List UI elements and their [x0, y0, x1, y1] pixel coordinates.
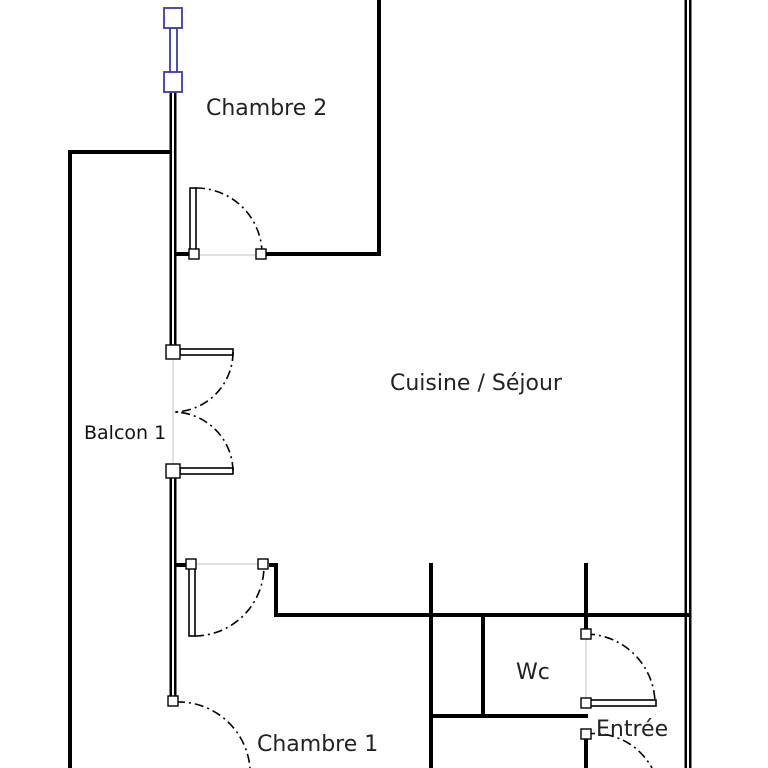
balcony-double-door[interactable] [165, 344, 234, 479]
room-label-chambre1: Chambre 1 [257, 732, 378, 757]
room-label-balcon1: Balcon 1 [84, 422, 166, 444]
window-frame [169, 27, 178, 79]
door-leaf [589, 699, 657, 707]
door-handle[interactable] [580, 728, 592, 740]
room-label-cuisine-sejour: Cuisine / Séjour [390, 371, 563, 396]
room-label-chambre2: Chambre 2 [206, 96, 327, 121]
door-leaf [188, 567, 196, 637]
door-swing-arc-upper [172, 351, 234, 413]
door-handle[interactable] [255, 248, 267, 260]
door-handle[interactable] [580, 697, 592, 709]
door-swing-arc [194, 565, 265, 637]
window-handle-bottom[interactable] [163, 71, 183, 93]
room-label-wc: Wc [516, 660, 550, 685]
chambre1-bottom-opening[interactable] [167, 695, 251, 768]
door-handle[interactable] [580, 628, 592, 640]
door-swing-arc [585, 732, 653, 768]
door-swing-arc [585, 633, 656, 704]
door-handle[interactable] [165, 344, 181, 360]
door-leaf-upper [179, 348, 234, 356]
entree-door[interactable] [580, 728, 653, 768]
window-handle-top[interactable] [163, 7, 183, 29]
chambre2-door[interactable] [188, 187, 267, 260]
door-handle[interactable] [167, 695, 179, 707]
door-handle[interactable] [257, 558, 269, 570]
wc-door[interactable] [580, 628, 657, 709]
door-swing-arc [195, 187, 263, 255]
room-label-entree: Entrée [596, 717, 668, 742]
balcony-outer-wall [68, 150, 172, 768]
chambre1-top-wall [269, 563, 690, 617]
window-selected[interactable] [163, 7, 183, 93]
door-swing-arc-lower [172, 411, 234, 472]
walls [68, 0, 692, 768]
door-swing-arc [175, 701, 251, 768]
chambre1-door[interactable] [185, 558, 269, 637]
door-handle[interactable] [185, 558, 197, 570]
door-leaf [189, 187, 197, 255]
door-handle[interactable] [165, 463, 181, 479]
door-leaf-lower [179, 467, 234, 475]
door-handle[interactable] [188, 248, 200, 260]
